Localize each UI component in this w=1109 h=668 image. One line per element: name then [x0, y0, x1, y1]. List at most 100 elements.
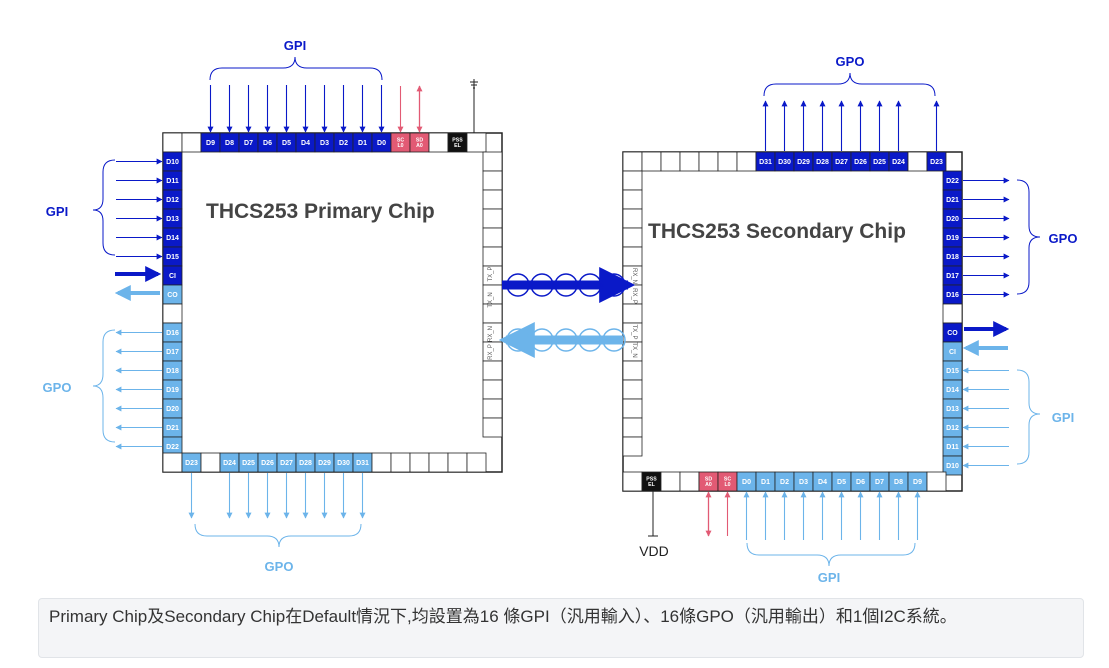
svg-text:D31: D31	[356, 460, 369, 467]
primary-pin-d30: D30	[333, 452, 354, 473]
secondary-pin-d24: D24	[888, 151, 909, 172]
svg-text:D2: D2	[339, 140, 348, 147]
primary-pin-d27: D27	[276, 452, 297, 473]
secondary-rx-n-label: RX_N	[631, 268, 637, 284]
svg-text:D20: D20	[946, 216, 959, 223]
primary-right-pin	[482, 227, 503, 248]
secondary-pin-d21: D21	[942, 189, 963, 210]
svg-text:D6: D6	[856, 479, 865, 486]
vdd-label: VDD	[639, 543, 669, 559]
secondary-pin-d12: D12	[942, 417, 963, 438]
secondary-top-pin	[660, 151, 681, 172]
svg-text:D31: D31	[759, 159, 772, 166]
svg-text:D14: D14	[166, 235, 179, 242]
caption-text: Primary Chip及Secondary Chip在Default情況下,均…	[49, 607, 957, 626]
secondary-pin-d31: D31	[755, 151, 776, 172]
svg-text:D10: D10	[946, 463, 959, 470]
secondary-bottom-gpi-label: GPI	[818, 570, 840, 585]
primary-pin-d28: D28	[295, 452, 316, 473]
svg-text:D30: D30	[778, 159, 791, 166]
svg-text:D13: D13	[166, 216, 179, 223]
secondary-pin-d0: D0	[736, 471, 757, 492]
vdd-connection	[648, 491, 658, 537]
primary-left-gpo-brace	[92, 329, 116, 443]
secondary-right-gpo-label: GPO	[1049, 231, 1078, 246]
secondary-rx-p-label: RX_P	[631, 288, 637, 304]
secondary-left-pin	[622, 246, 643, 267]
secondary-right-gpo-brace	[1016, 179, 1041, 295]
primary-pin-d12: D12	[162, 189, 183, 210]
svg-text:D13: D13	[946, 406, 959, 413]
svg-text:D11: D11	[946, 444, 959, 451]
secondary-bottom-gpi-brace	[746, 542, 916, 567]
svg-text:D3: D3	[799, 479, 808, 486]
primary-right-pin	[482, 151, 503, 172]
primary-pin-d9: D9	[200, 132, 221, 153]
secondary-right-pin	[942, 303, 963, 324]
secondary-pin-d18: D18	[942, 246, 963, 267]
primary-top-pin	[466, 132, 487, 153]
primary-pin-d25: D25	[238, 452, 259, 473]
primary-co-pin: CO	[162, 284, 183, 305]
svg-text:D15: D15	[166, 254, 179, 261]
secondary-right-gpi-label: GPI	[1052, 410, 1074, 425]
primary-pin-d5: D5	[276, 132, 297, 153]
secondary-top-pin	[736, 151, 757, 172]
secondary-bottom-pin	[622, 471, 643, 492]
svg-text:D27: D27	[280, 460, 293, 467]
secondary-left-pin	[622, 227, 643, 248]
svg-text:CI: CI	[949, 349, 956, 356]
svg-text:D9: D9	[206, 140, 215, 147]
svg-text:D25: D25	[873, 159, 886, 166]
svg-text:D21: D21	[946, 197, 959, 204]
secondary-pin-d9: D9	[907, 471, 928, 492]
primary-tx-p-label: TX_P	[488, 266, 494, 281]
primary-right-pin	[482, 246, 503, 267]
svg-text:D4: D4	[301, 140, 310, 147]
svg-text:D16: D16	[946, 292, 959, 299]
primary-bottom-pin	[409, 452, 430, 473]
svg-text:D21: D21	[166, 425, 179, 432]
primary-pin-d14: D14	[162, 227, 183, 248]
secondary-tx-n-label: TX_N	[631, 342, 637, 357]
primary-pin-d19: D19	[162, 379, 183, 400]
svg-text:D1: D1	[761, 479, 770, 486]
primary-rx-p-label: RX_P	[488, 344, 494, 360]
svg-text:D27: D27	[835, 159, 848, 166]
secondary-left-pin	[622, 417, 643, 438]
secondary-pin-d1: D1	[755, 471, 776, 492]
svg-text:D28: D28	[816, 159, 829, 166]
primary-pin-d20: D20	[162, 398, 183, 419]
svg-text:D22: D22	[946, 178, 959, 185]
primary-pin-d10: D10	[162, 151, 183, 172]
svg-text:D0: D0	[742, 479, 751, 486]
primary-bottom-gpo-label: GPO	[265, 559, 294, 574]
svg-text:D15: D15	[946, 368, 959, 375]
tx-rx-link-reverse	[498, 322, 626, 358]
secondary-co-pin: CO	[942, 322, 963, 343]
primary-pin-d0: D0	[371, 132, 392, 153]
secondary-pin-d22: D22	[942, 170, 963, 191]
primary-pin-d13: D13	[162, 208, 183, 229]
primary-tx-n-label: TX_N	[488, 292, 494, 307]
svg-text:D10: D10	[166, 159, 179, 166]
primary-pin-d8: D8	[219, 132, 240, 153]
secondary-left-pin	[622, 189, 643, 210]
primary-bottom-pin	[390, 452, 411, 473]
svg-text:D12: D12	[946, 425, 959, 432]
svg-text:D20: D20	[166, 406, 179, 413]
primary-pin-d1: D1	[352, 132, 373, 153]
svg-text:D19: D19	[946, 235, 959, 242]
primary-right-pin	[482, 398, 503, 419]
primary-top-pin	[181, 132, 202, 153]
svg-text:D7: D7	[244, 140, 253, 147]
primary-pin-d11: D11	[162, 170, 183, 191]
secondary-pin-d10: D10	[942, 455, 963, 476]
secondary-pin-d7: D7	[869, 471, 890, 492]
svg-text:D29: D29	[318, 460, 331, 467]
